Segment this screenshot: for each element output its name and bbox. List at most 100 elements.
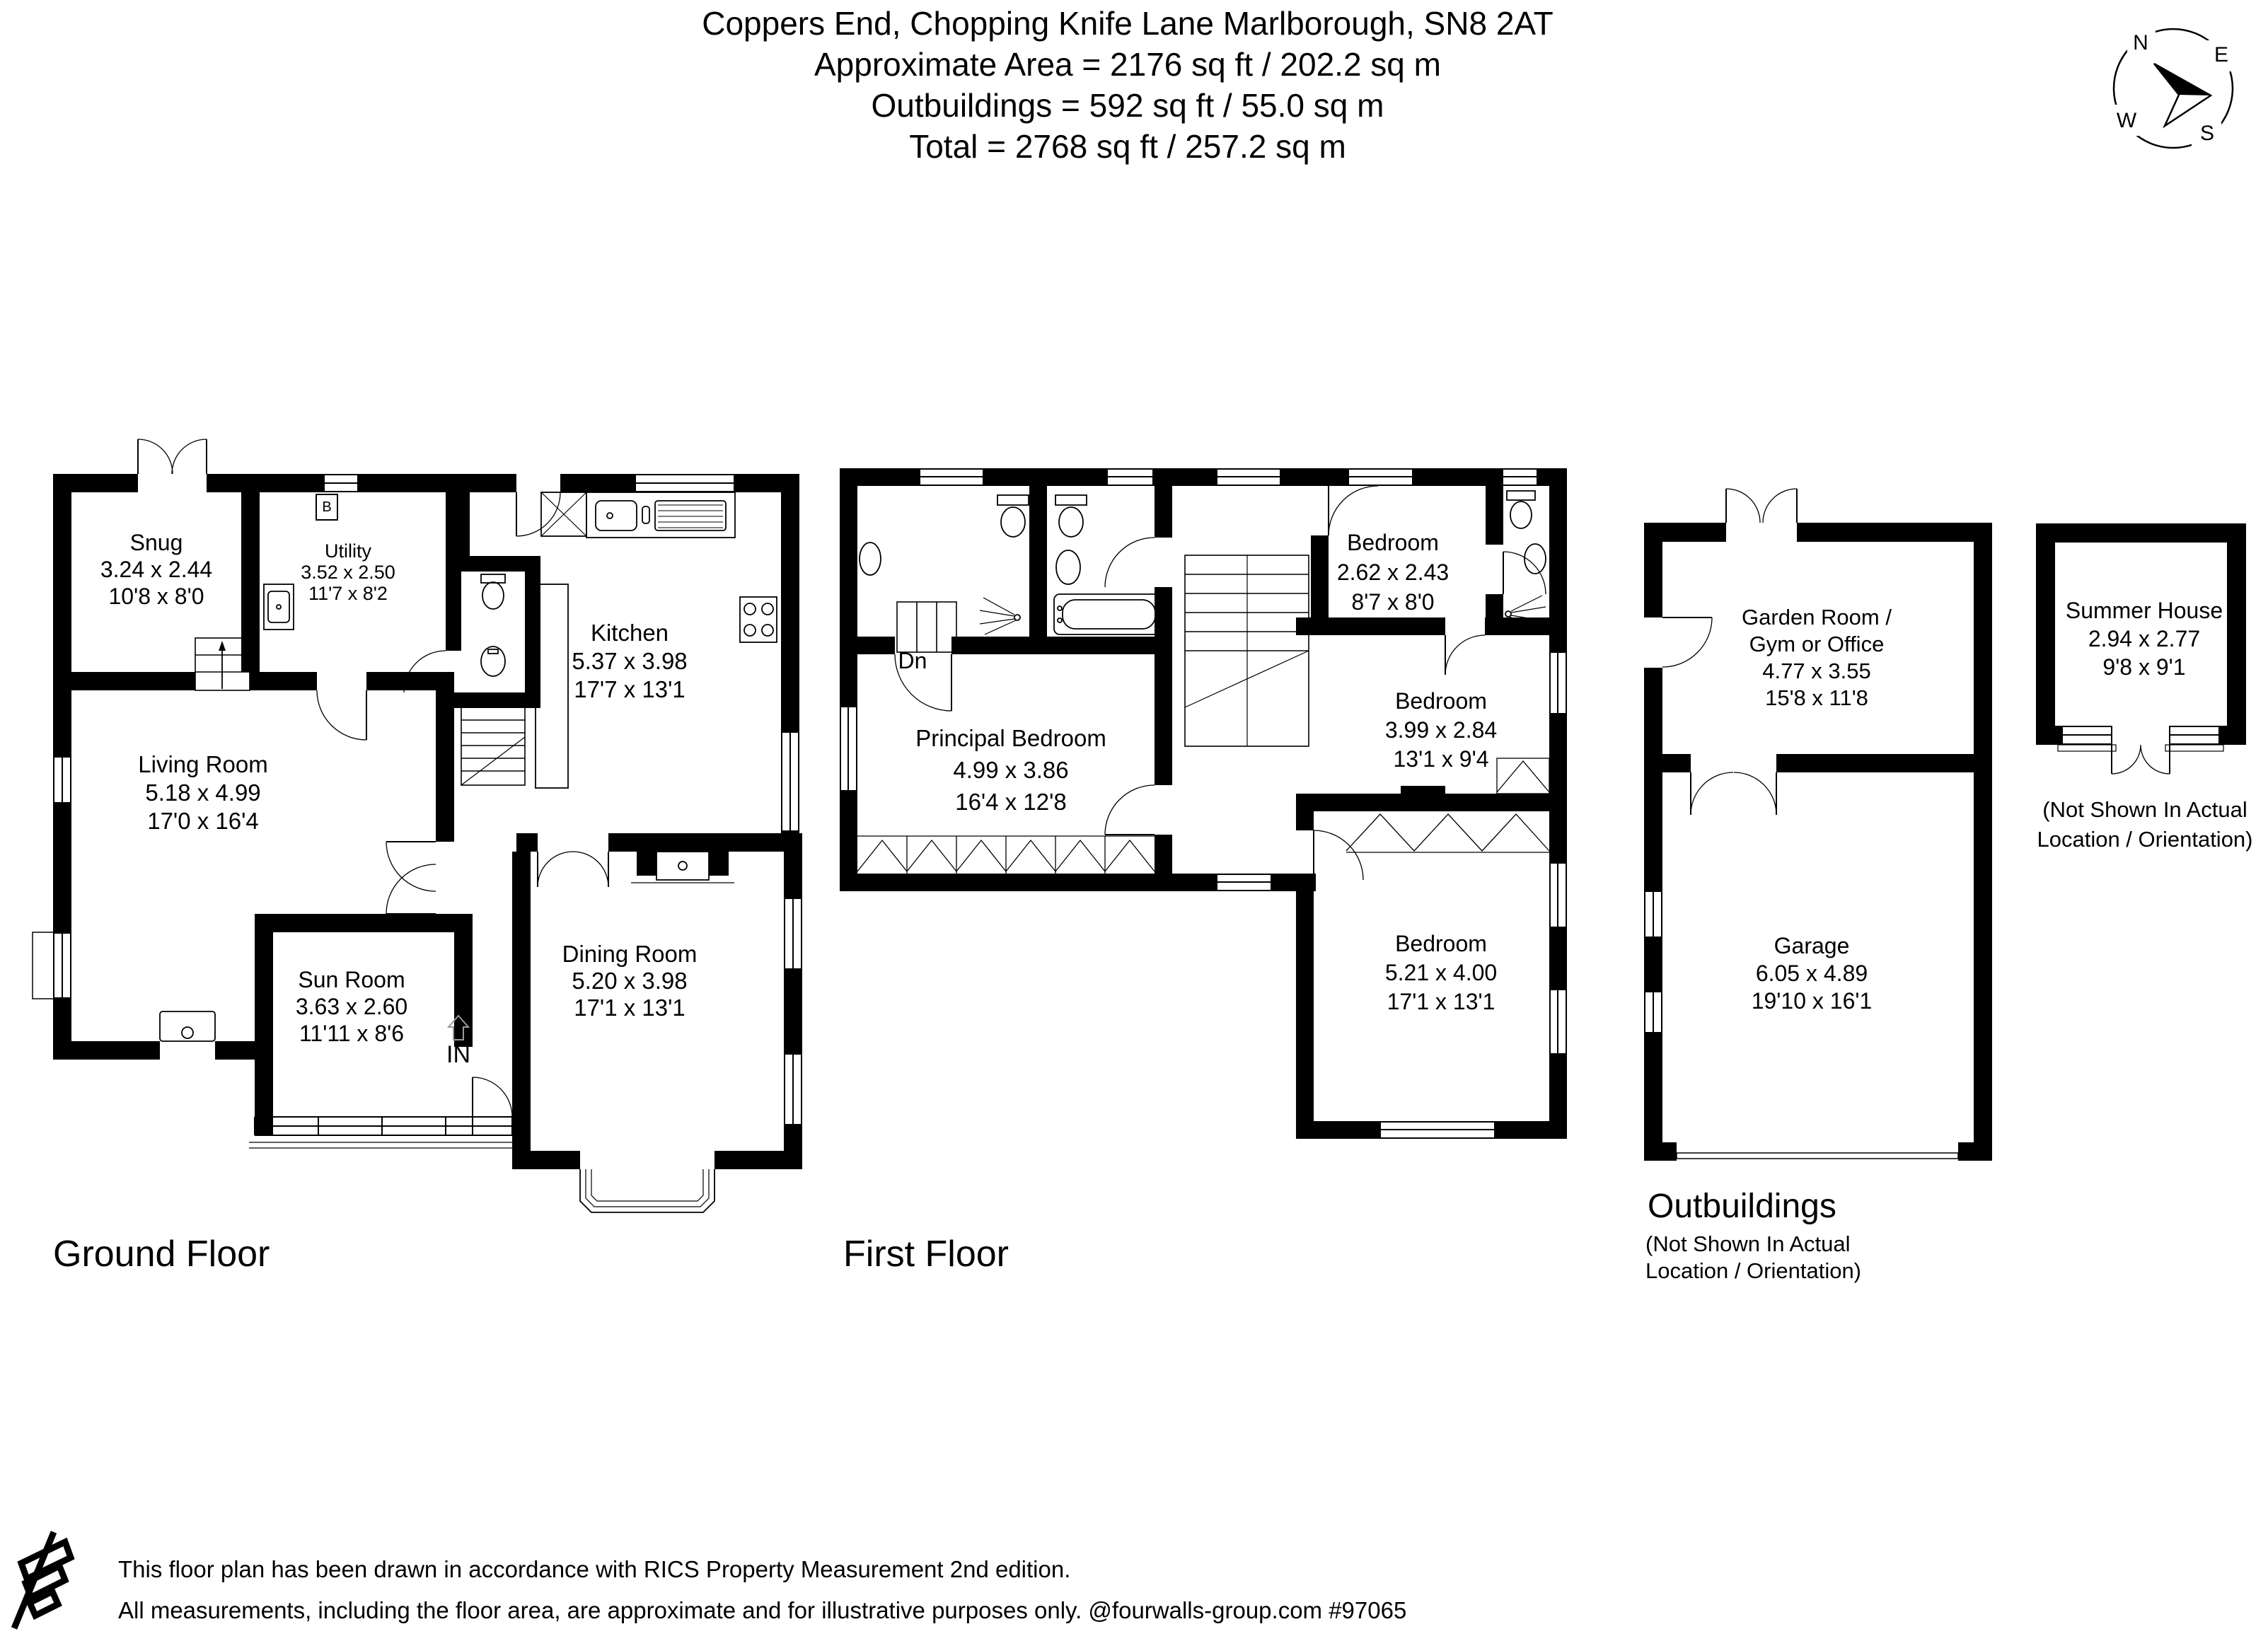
room-imperial: 8'7 x 8'0 — [1351, 589, 1435, 615]
room-label-utility: Utility 3.52 x 2.50 11'7 x 8'2 — [301, 540, 395, 604]
room-label-dining-room: Dining Room 5.20 x 3.98 17'1 x 13'1 — [562, 941, 698, 1021]
footer-disclaimer-1: This floor plan has been drawn in accord… — [118, 1556, 1071, 1582]
room-imperial: 15'8 x 11'8 — [1765, 685, 1868, 710]
shower-room-shower — [979, 597, 1021, 635]
gf-stairs — [195, 637, 526, 786]
shower-room-basin — [859, 542, 881, 576]
summer-house-note-line2: Location / Orientation) — [2037, 827, 2253, 852]
room-name: Kitchen — [590, 620, 669, 646]
room-metric: 5.20 x 3.98 — [572, 968, 688, 994]
bathroom-bath — [1053, 593, 1163, 635]
ob-garage-door — [1676, 1152, 1959, 1159]
room-imperial: 19'10 x 16'1 — [1751, 988, 1873, 1014]
gf-fixtures — [159, 492, 777, 1042]
ensuite-shower — [1505, 595, 1546, 632]
room-label-living-room: Living Room 5.18 x 4.99 17'0 x 16'4 — [138, 750, 267, 835]
entrance-arrow-icon — [446, 1014, 470, 1040]
ground-floor-plan — [32, 439, 802, 1213]
room-metric: 2.62 x 2.43 — [1336, 559, 1450, 585]
first-floor-label: First Floor — [843, 1234, 1009, 1275]
kitchen-hob — [739, 596, 777, 643]
room-imperial: 11'11 x 8'6 — [299, 1021, 405, 1046]
compass-w: W — [2116, 109, 2137, 132]
room-label-bedroom-middle: Bedroom 3.99 x 2.84 13'1 x 9'4 — [1385, 687, 1497, 774]
ff-doors — [894, 485, 1546, 881]
room-imperial: 16'4 x 12'8 — [955, 789, 1067, 815]
footer-disclaimer-2: All measurements, including the floor ar… — [118, 1597, 1407, 1623]
kitchen-sink — [586, 492, 736, 538]
room-label-bedroom-small: Bedroom 2.62 x 2.43 8'7 x 8'0 — [1337, 528, 1449, 617]
middle-bedroom-wardrobe — [1496, 758, 1550, 794]
ff-windows — [840, 468, 1567, 1139]
gf-walls — [53, 474, 802, 1169]
wc-basin — [480, 646, 506, 677]
outbuildings-note-line2: Location / Orientation) — [1645, 1258, 1862, 1283]
room-label-principal-bedroom: Principal Bedroom 4.99 x 3.86 16'4 x 12'… — [915, 722, 1106, 818]
sh-walls — [2036, 523, 2246, 745]
room-metric: 4.99 x 3.86 — [953, 757, 1069, 783]
living-fireplace — [159, 1011, 216, 1042]
room-name: Bedroom — [1395, 931, 1487, 956]
room-imperial: 17'1 x 13'1 — [1387, 989, 1495, 1014]
room-metric: 3.24 x 2.44 — [100, 557, 213, 582]
bathroom-toilet — [1055, 494, 1087, 538]
room-name: Bedroom — [1347, 530, 1439, 555]
room-name: Utility — [324, 540, 371, 562]
room-metric: 5.21 x 4.00 — [1384, 960, 1498, 985]
principal-wardrobes — [857, 835, 1155, 874]
outbuildings-note-line1: (Not Shown In Actual — [1645, 1231, 1851, 1256]
room-name: Snug — [129, 530, 183, 555]
room-name: Summer House — [2065, 598, 2223, 623]
room-imperial: 17'1 x 13'1 — [574, 995, 685, 1021]
outbuildings-area: Outbuildings = 592 sq ft / 55.0 sq m — [871, 87, 1384, 124]
outbuildings-plan — [1644, 488, 1992, 1161]
stairs-down-label: Dn — [898, 648, 927, 673]
boiler-marker: B — [316, 494, 338, 521]
ob-doors — [1662, 488, 1798, 816]
dining-stove — [631, 851, 734, 883]
summer-house-note-line1: (Not Shown In Actual — [2042, 797, 2247, 822]
room-label-garage: Garage 6.05 x 4.89 19'10 x 16'1 — [1752, 932, 1873, 1015]
ensuite-basin — [1524, 543, 1546, 574]
bathroom-basin — [1055, 550, 1081, 585]
property-address: Coppers End, Chopping Knife Lane Marlbor… — [702, 5, 1554, 42]
wc-toilet — [480, 574, 506, 610]
sh-doors — [2111, 744, 2170, 775]
room-metric: 6.05 x 4.89 — [1755, 961, 1868, 986]
gf-doors — [137, 439, 609, 1118]
room-name: Garage — [1774, 933, 1850, 958]
room-name: Sun Room — [298, 967, 405, 992]
header-title-block: Coppers End, Chopping Knife Lane Marlbor… — [702, 3, 1554, 167]
outbuildings-label: Outbuildings — [1648, 1188, 1836, 1225]
ob-walls — [1644, 523, 1992, 1161]
ff-walls — [840, 468, 1567, 1139]
room-label-bedroom-large: Bedroom 5.21 x 4.00 17'1 x 13'1 — [1385, 929, 1497, 1016]
ff-stairs — [896, 555, 1309, 747]
compass-s: S — [2199, 122, 2215, 145]
gf-windows — [32, 474, 802, 1213]
large-bedroom-wardrobes — [1346, 813, 1550, 853]
sh-windows — [2057, 726, 2224, 752]
room-metric: 4.77 x 3.55 — [1762, 659, 1871, 683]
room-imperial: 11'7 x 8'2 — [308, 583, 388, 604]
summer-house-plan — [2036, 523, 2246, 775]
room-label-summer-house: Summer House 2.94 x 2.77 9'8 x 9'1 — [2066, 596, 2223, 681]
shower-room-toilet — [997, 494, 1029, 538]
room-metric: 2.94 x 2.77 — [2088, 626, 2201, 651]
room-metric: 3.99 x 2.84 — [1384, 717, 1498, 743]
room-imperial: 9'8 x 9'1 — [2102, 654, 2186, 680]
kitchen-island — [535, 584, 569, 789]
room-imperial: 17'0 x 16'4 — [147, 808, 259, 834]
first-floor-plan — [840, 468, 1567, 1139]
room-label-kitchen: Kitchen 5.37 x 3.98 17'7 x 13'1 — [572, 619, 687, 704]
room-imperial: 17'7 x 13'1 — [574, 676, 685, 702]
room-label-garden-room: Garden Room / Gym or Office 4.77 x 3.55 … — [1742, 604, 1892, 712]
entrance-in-label: IN — [446, 1041, 470, 1068]
room-metric: 5.37 x 3.98 — [572, 648, 688, 674]
compass-circle — [2112, 28, 2234, 149]
ob-windows — [1644, 891, 1662, 1033]
approximate-area: Approximate Area = 2176 sq ft / 202.2 sq… — [814, 46, 1442, 83]
compass-e: E — [2214, 43, 2229, 66]
utility-sink — [263, 584, 294, 630]
